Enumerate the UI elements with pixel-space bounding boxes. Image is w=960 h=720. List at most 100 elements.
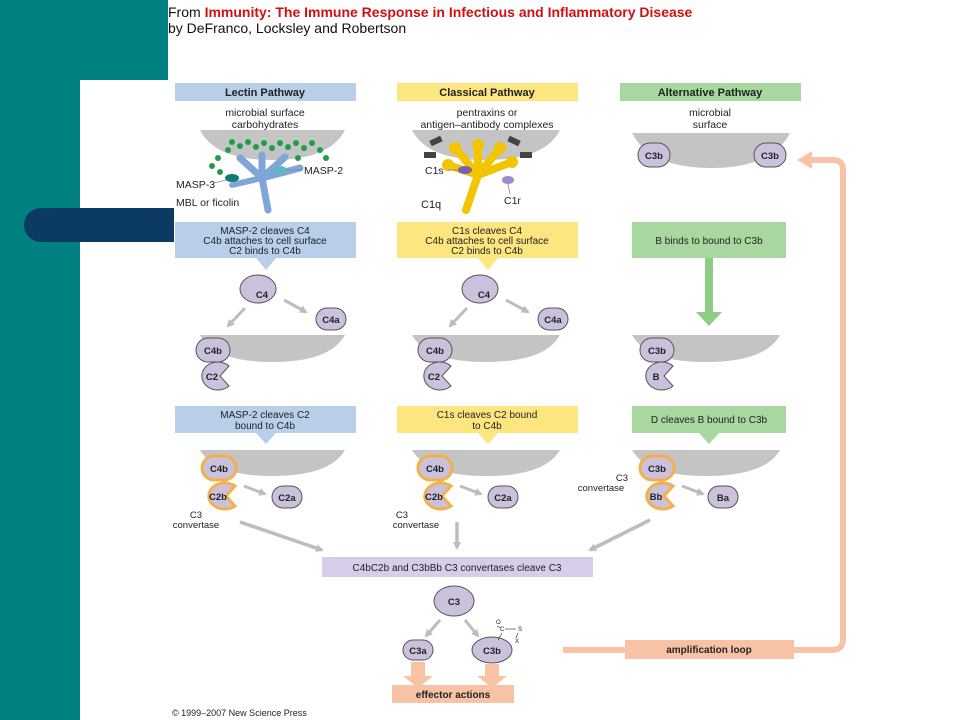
- classical-c4a-molecule: C4a: [537, 307, 569, 331]
- book-title: Immunity: The Immune Response in Infecti…: [204, 4, 693, 20]
- alt-surface-c3b-right: C3b: [753, 142, 787, 168]
- svg-text:C3b: C3b: [648, 346, 666, 357]
- lectin-surface-dome: [200, 130, 345, 160]
- lectin-c4b-molecule: C4b: [195, 337, 231, 363]
- classical-step2-line1: C1s cleaves C2 bound: [437, 410, 538, 421]
- lectin-title: Lectin Pathway: [225, 87, 306, 99]
- effector-actions-box: [392, 685, 514, 703]
- masp2-label: MASP-2: [304, 165, 343, 177]
- svg-text:C2a: C2a: [494, 493, 512, 504]
- classical-c4b-convertase: C4b: [416, 454, 454, 482]
- alternative-ba-arrow: [681, 484, 705, 496]
- lectin-c4-to-c4b-arrow: [226, 306, 247, 328]
- classical-surface-line1: pentraxins or: [457, 107, 518, 119]
- alternative-convertase-label-2: convertase: [578, 483, 624, 494]
- alternative-to-convergence-arrow: [588, 518, 651, 552]
- svg-text:C4: C4: [478, 290, 491, 301]
- svg-text:C3b: C3b: [761, 151, 779, 162]
- mbl-ficolin-label: MBL or ficolin: [176, 197, 239, 209]
- classical-step2-arrow: [478, 433, 498, 444]
- classical-c4-to-c4b-arrow: [448, 306, 469, 328]
- lectin-to-convergence-arrow: [239, 520, 324, 552]
- c3-molecule: C3: [433, 585, 475, 617]
- svg-text:C2: C2: [206, 372, 218, 383]
- lectin-step1-line2: C4b attaches to cell surface: [203, 236, 327, 247]
- lectin-step1-box: [175, 222, 356, 258]
- alternative-c3b-molecule: C3b: [639, 337, 675, 363]
- svg-text:C4: C4: [256, 290, 269, 301]
- alternative-title: Alternative Pathway: [658, 87, 763, 99]
- classical-step1-line2: C4b attaches to cell surface: [425, 236, 549, 247]
- lectin-step2-arrow: [256, 433, 276, 444]
- svg-text:C2a: C2a: [278, 493, 296, 504]
- svg-text:C3b: C3b: [483, 646, 501, 657]
- amplification-loop-arrowhead: [797, 151, 812, 169]
- c3-to-c3b-arrow: [463, 619, 480, 638]
- classical-convertase-label-2: convertase: [393, 520, 439, 531]
- navy-accent-bar: [24, 208, 174, 242]
- alternative-convertase-label-1: C3: [616, 473, 628, 484]
- classical-title: Classical Pathway: [439, 87, 535, 99]
- classical-c4b-molecule: C4b: [417, 337, 453, 363]
- classical-step1-line1: C1s cleaves C4: [452, 226, 522, 237]
- c1s-label: C1s: [425, 165, 444, 177]
- lectin-surface-line2: carbohydrates: [232, 119, 299, 131]
- amplification-loop-path: [563, 157, 846, 653]
- classical-c2a-molecule: C2a: [487, 485, 519, 509]
- lectin-c4a-molecule: C4a: [315, 307, 347, 331]
- classical-c4-to-c4a-arrow: [505, 298, 530, 314]
- classical-step2-box: [397, 406, 578, 433]
- lectin-step1-line1: MASP-2 cleaves C4: [220, 226, 310, 237]
- svg-text:C4a: C4a: [322, 315, 340, 326]
- svg-text:C2: C2: [428, 372, 440, 383]
- svg-text:C3b: C3b: [645, 151, 663, 162]
- classical-c2b-convertase: C2b: [423, 481, 454, 511]
- svg-text:B: B: [653, 372, 660, 383]
- classical-step1-arrow: [478, 258, 498, 270]
- alternative-b-molecule: B: [645, 361, 674, 391]
- lectin-step2-line2: bound to C4b: [235, 421, 295, 432]
- svg-text:C4b: C4b: [204, 346, 222, 357]
- teal-sidebar: [0, 0, 80, 720]
- amplification-loop-text: amplification loop: [666, 645, 752, 656]
- figure-source-header: From Immunity: The Immune Response in In…: [168, 4, 692, 36]
- classical-title-box: [397, 83, 578, 101]
- classical-convertase-label-1: C3: [396, 510, 408, 521]
- copyright-text: © 1999–2007 New Science Press: [172, 708, 307, 718]
- alternative-c3b-convertase: C3b: [638, 454, 676, 482]
- classical-step2-line2: to C4b: [472, 421, 502, 432]
- svg-text:Bb: Bb: [650, 492, 663, 503]
- alternative-step2-text: D cleaves B bound to C3b: [651, 415, 768, 426]
- alt-surface-c3b-left: C3b: [637, 142, 671, 168]
- alternative-step2-box: [632, 406, 786, 433]
- classical-c2-molecule: C2: [423, 361, 452, 391]
- svg-text:C2b: C2b: [425, 492, 443, 503]
- svg-text:C3b: C3b: [648, 464, 666, 475]
- masp3-label: MASP-3: [176, 179, 215, 191]
- alternative-title-box: [620, 83, 801, 101]
- svg-text:C3a: C3a: [409, 646, 427, 657]
- thioester-bond-schematic: O C S X: [496, 620, 522, 645]
- lectin-convertase-label-1: C3: [190, 510, 202, 521]
- lectin-c4-to-c4a-arrow: [283, 298, 308, 314]
- alternative-bb-convertase: Bb: [645, 481, 676, 511]
- lectin-step1-arrow: [256, 258, 276, 270]
- alternative-step1-box: [632, 222, 786, 258]
- classical-c4-molecule: C4: [461, 274, 499, 304]
- alternative-surface-line1: microbial: [689, 107, 731, 119]
- alternative-step1-arrow: [696, 258, 722, 326]
- mbl-masp-complex-illustration: [209, 139, 329, 214]
- lectin-middle-surface: [200, 335, 345, 362]
- lectin-c2a-molecule: C2a: [271, 485, 303, 509]
- svg-text:C3: C3: [448, 597, 460, 608]
- effector-arrow-left: [403, 662, 433, 688]
- teal-top-block: [0, 0, 168, 80]
- svg-text:C4a: C4a: [544, 315, 562, 326]
- svg-text:C2b: C2b: [209, 492, 227, 503]
- svg-text:Ba: Ba: [717, 493, 730, 504]
- svg-text:O: O: [496, 620, 501, 626]
- c3b-product-molecule: C3b: [471, 636, 513, 664]
- alternative-surface-dome: [632, 133, 790, 168]
- svg-text:C: C: [500, 627, 505, 633]
